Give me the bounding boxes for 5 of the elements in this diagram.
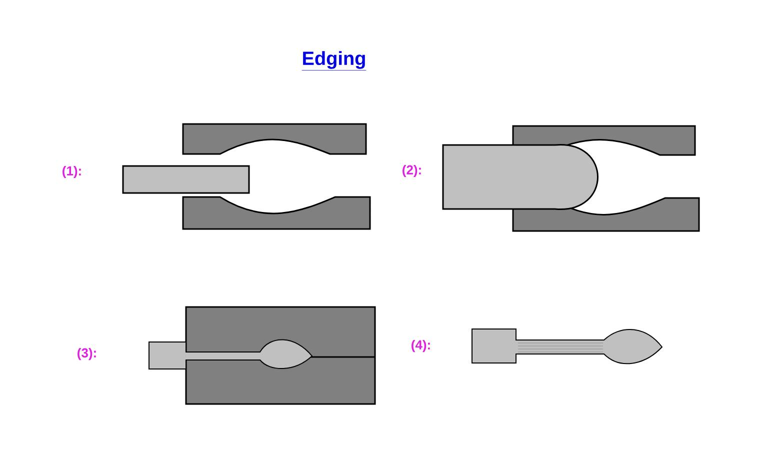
stage-label: (4): <box>412 340 430 352</box>
stage-label: (2): <box>402 164 421 178</box>
stage-label: (1): <box>62 166 81 178</box>
title: Edging <box>302 51 366 70</box>
stage-label: (3): <box>78 348 96 360</box>
